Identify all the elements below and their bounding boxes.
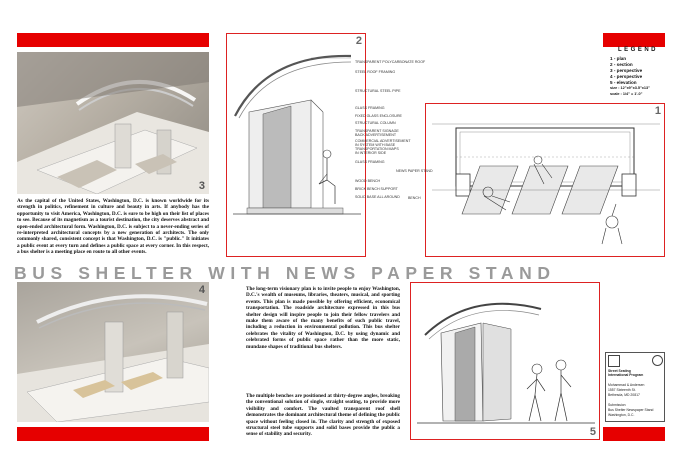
panel-number-5: 5 <box>589 426 596 438</box>
panel-number-1: 1 <box>654 105 661 117</box>
section-annot-0: TRANSPARENT POLYCARBONATE ROOF <box>355 60 426 64</box>
title-block-line-2: International Program <box>608 373 644 377</box>
legend-title: LEGEND <box>617 47 658 53</box>
legend-line-4: 4 - perspective <box>610 74 643 79</box>
title-block-line-8: Washington, D.C. <box>608 413 635 417</box>
section-annot-8: COMMERCIAL ADVERTISEMENT <box>355 139 411 143</box>
elevation-panel-5: 5 <box>410 282 600 440</box>
center-paragraph-1: The long-term visionary plan is to invit… <box>246 286 400 350</box>
plan-drawing <box>432 123 660 245</box>
perspective-photo-3: 3 <box>17 52 209 194</box>
legend-line-6: size : 12"x9"x3.5"x13" <box>610 86 650 90</box>
perspective-photo-4: 4 <box>17 282 209 422</box>
red-bar-top-right <box>603 33 665 47</box>
title-block-line-7: Bus Shelter Newspaper Stand <box>608 408 654 412</box>
section-annot-5: STRUCTURAL COLUMN <box>355 121 396 125</box>
red-bar-bottom-right <box>603 427 665 441</box>
section-annot-6: TRANSPARENT SIGNAGE <box>355 129 399 133</box>
section-annot-1: STEEL ROOF FRAMING <box>355 70 396 74</box>
section-annot-12: GLASS FRAMING <box>355 160 385 164</box>
title-block-line-5: Bethesda, MD 20817 <box>608 393 640 397</box>
title-block-line-4: 1557 Sixteenth St. <box>608 388 636 392</box>
section-annot-3: GLASS FRAMING <box>355 106 385 110</box>
legend-line-3: 3 - perspective <box>610 68 643 73</box>
section-annot-9: IN SYSTEM WITH BASE <box>355 143 396 147</box>
section-annot-4: FIXED GLASS ENCLOSURE <box>355 114 402 118</box>
legend-line-7: scale : 1/4" = 1'-0" <box>610 92 643 96</box>
center-paragraph-2: The multiple benches are positioned at t… <box>246 393 400 438</box>
seal-icon <box>652 355 663 366</box>
panel-number-3: 3 <box>198 180 205 192</box>
left-paragraph: As the capital of the United States, Was… <box>17 198 209 256</box>
section-annot-2: STRUCTURAL STEEL PIPE <box>355 89 401 93</box>
title-block-line-3: Mohammad & Andersen <box>608 383 645 387</box>
legend-line-2: 2 - section <box>610 62 633 67</box>
logo-icon <box>608 355 620 367</box>
red-bar-bottom-left <box>17 427 209 441</box>
red-bar-top-left <box>17 33 209 47</box>
plan-panel-1: 1 NEWS PAPER STAND BENCH <box>396 103 665 257</box>
legend-line-5: 5 - elevation <box>610 80 637 85</box>
section-annot-13: WOOD BENCH <box>355 179 381 183</box>
panel-number-2: 2 <box>355 35 362 47</box>
section-annot-14: BRICK BENCH SUPPORT <box>355 187 398 191</box>
section-drawing <box>233 54 361 215</box>
section-annot-11: IN INTERIOR SIDE <box>355 151 387 155</box>
section-panel-2: 2 TRANSPARENT POLYCARBONATE ROOF STEEL R… <box>226 33 425 257</box>
plan-annot-1: BENCH <box>408 196 421 200</box>
page-title: BUS SHELTER WITH NEWS PAPER STAND <box>14 263 556 283</box>
plan-annot-0: NEWS PAPER STAND <box>396 169 433 173</box>
section-annot-7: BACK ADVERTISEMENT <box>355 133 397 137</box>
title-block-line-6: Submission <box>608 403 626 407</box>
elevation-drawing <box>417 302 595 424</box>
title-block: Street Seating International Program Moh… <box>605 352 665 422</box>
legend-line-1: 1 - plan <box>610 56 627 61</box>
model-illustration-4 <box>17 294 209 422</box>
model-illustration-3 <box>17 52 209 194</box>
panel-number-4: 4 <box>198 284 205 296</box>
section-annot-10: TRANSPORTATION MAPS <box>355 147 399 151</box>
section-annot-15: SOLID BASE ALL AROUND <box>355 195 400 199</box>
title-block-line-1: Street Seating <box>608 369 631 373</box>
